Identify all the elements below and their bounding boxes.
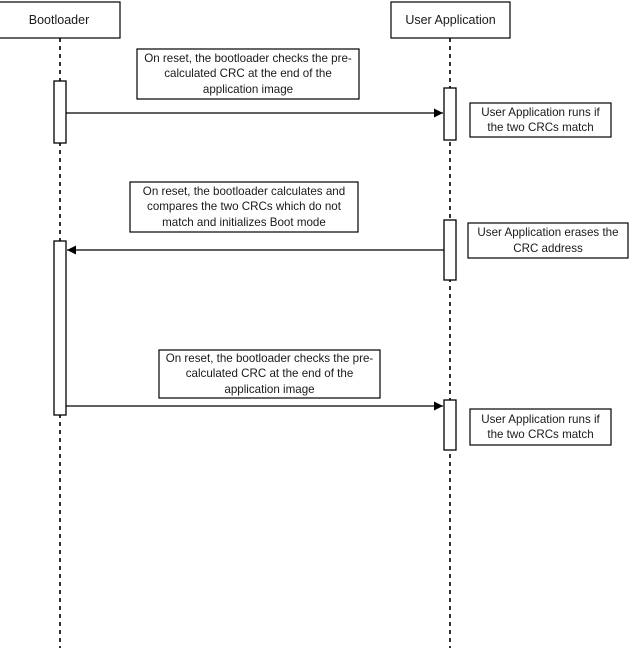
message-arrowhead-msg-3 <box>434 401 443 411</box>
note-box-note-bootloader-mismatch <box>129 181 359 233</box>
message-arrowhead-msg-1 <box>434 108 443 118</box>
note-box-note-bootloader-check-2 <box>158 349 381 399</box>
message-arrowhead-msg-2 <box>67 245 76 255</box>
activation-bar-act-userapp-2 <box>443 219 457 281</box>
lifeline-box-bootloader[interactable] <box>0 1 121 39</box>
note-box-note-userapp-runs-2 <box>469 408 612 446</box>
activation-bar-act-userapp-1 <box>443 87 457 141</box>
activation-bar-act-bootloader-2 <box>53 240 67 416</box>
activation-bar-act-bootloader-1 <box>53 80 67 144</box>
note-box-note-bootloader-check-1 <box>136 48 360 100</box>
note-box-note-userapp-runs-1 <box>469 102 612 138</box>
lifeline-box-user-application[interactable] <box>390 1 511 39</box>
note-box-note-userapp-erases <box>467 222 629 259</box>
activation-bar-act-userapp-3 <box>443 399 457 451</box>
